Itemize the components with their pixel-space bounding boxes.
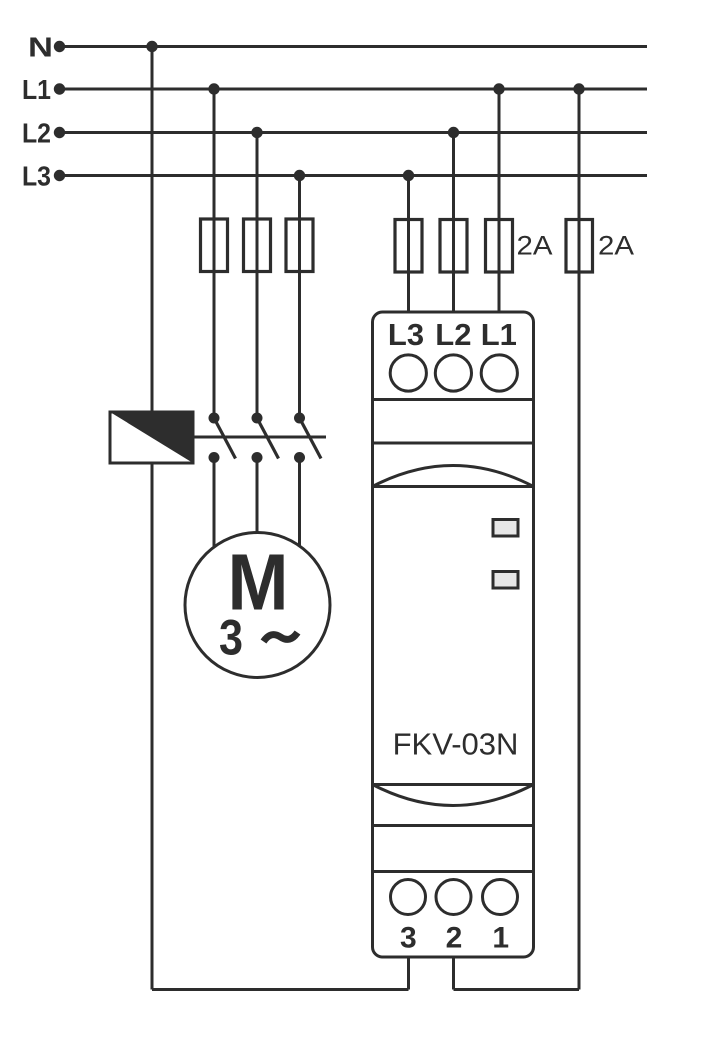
svg-text:FKV-03N: FKV-03N (393, 727, 519, 762)
svg-text:L1: L1 (22, 74, 51, 105)
svg-text:L2: L2 (435, 317, 471, 352)
svg-text:N: N (28, 32, 53, 63)
svg-text:3: 3 (400, 922, 417, 955)
svg-text:2: 2 (446, 922, 463, 955)
svg-text:L3: L3 (388, 317, 424, 352)
svg-text:L2: L2 (22, 118, 51, 149)
svg-text:3: 3 (219, 610, 243, 666)
svg-text:2A: 2A (517, 231, 553, 261)
svg-text:L3: L3 (22, 161, 51, 192)
svg-text:M: M (228, 538, 289, 627)
svg-text:2A: 2A (598, 231, 634, 261)
svg-text:L1: L1 (481, 317, 517, 352)
svg-text:1: 1 (492, 922, 509, 955)
